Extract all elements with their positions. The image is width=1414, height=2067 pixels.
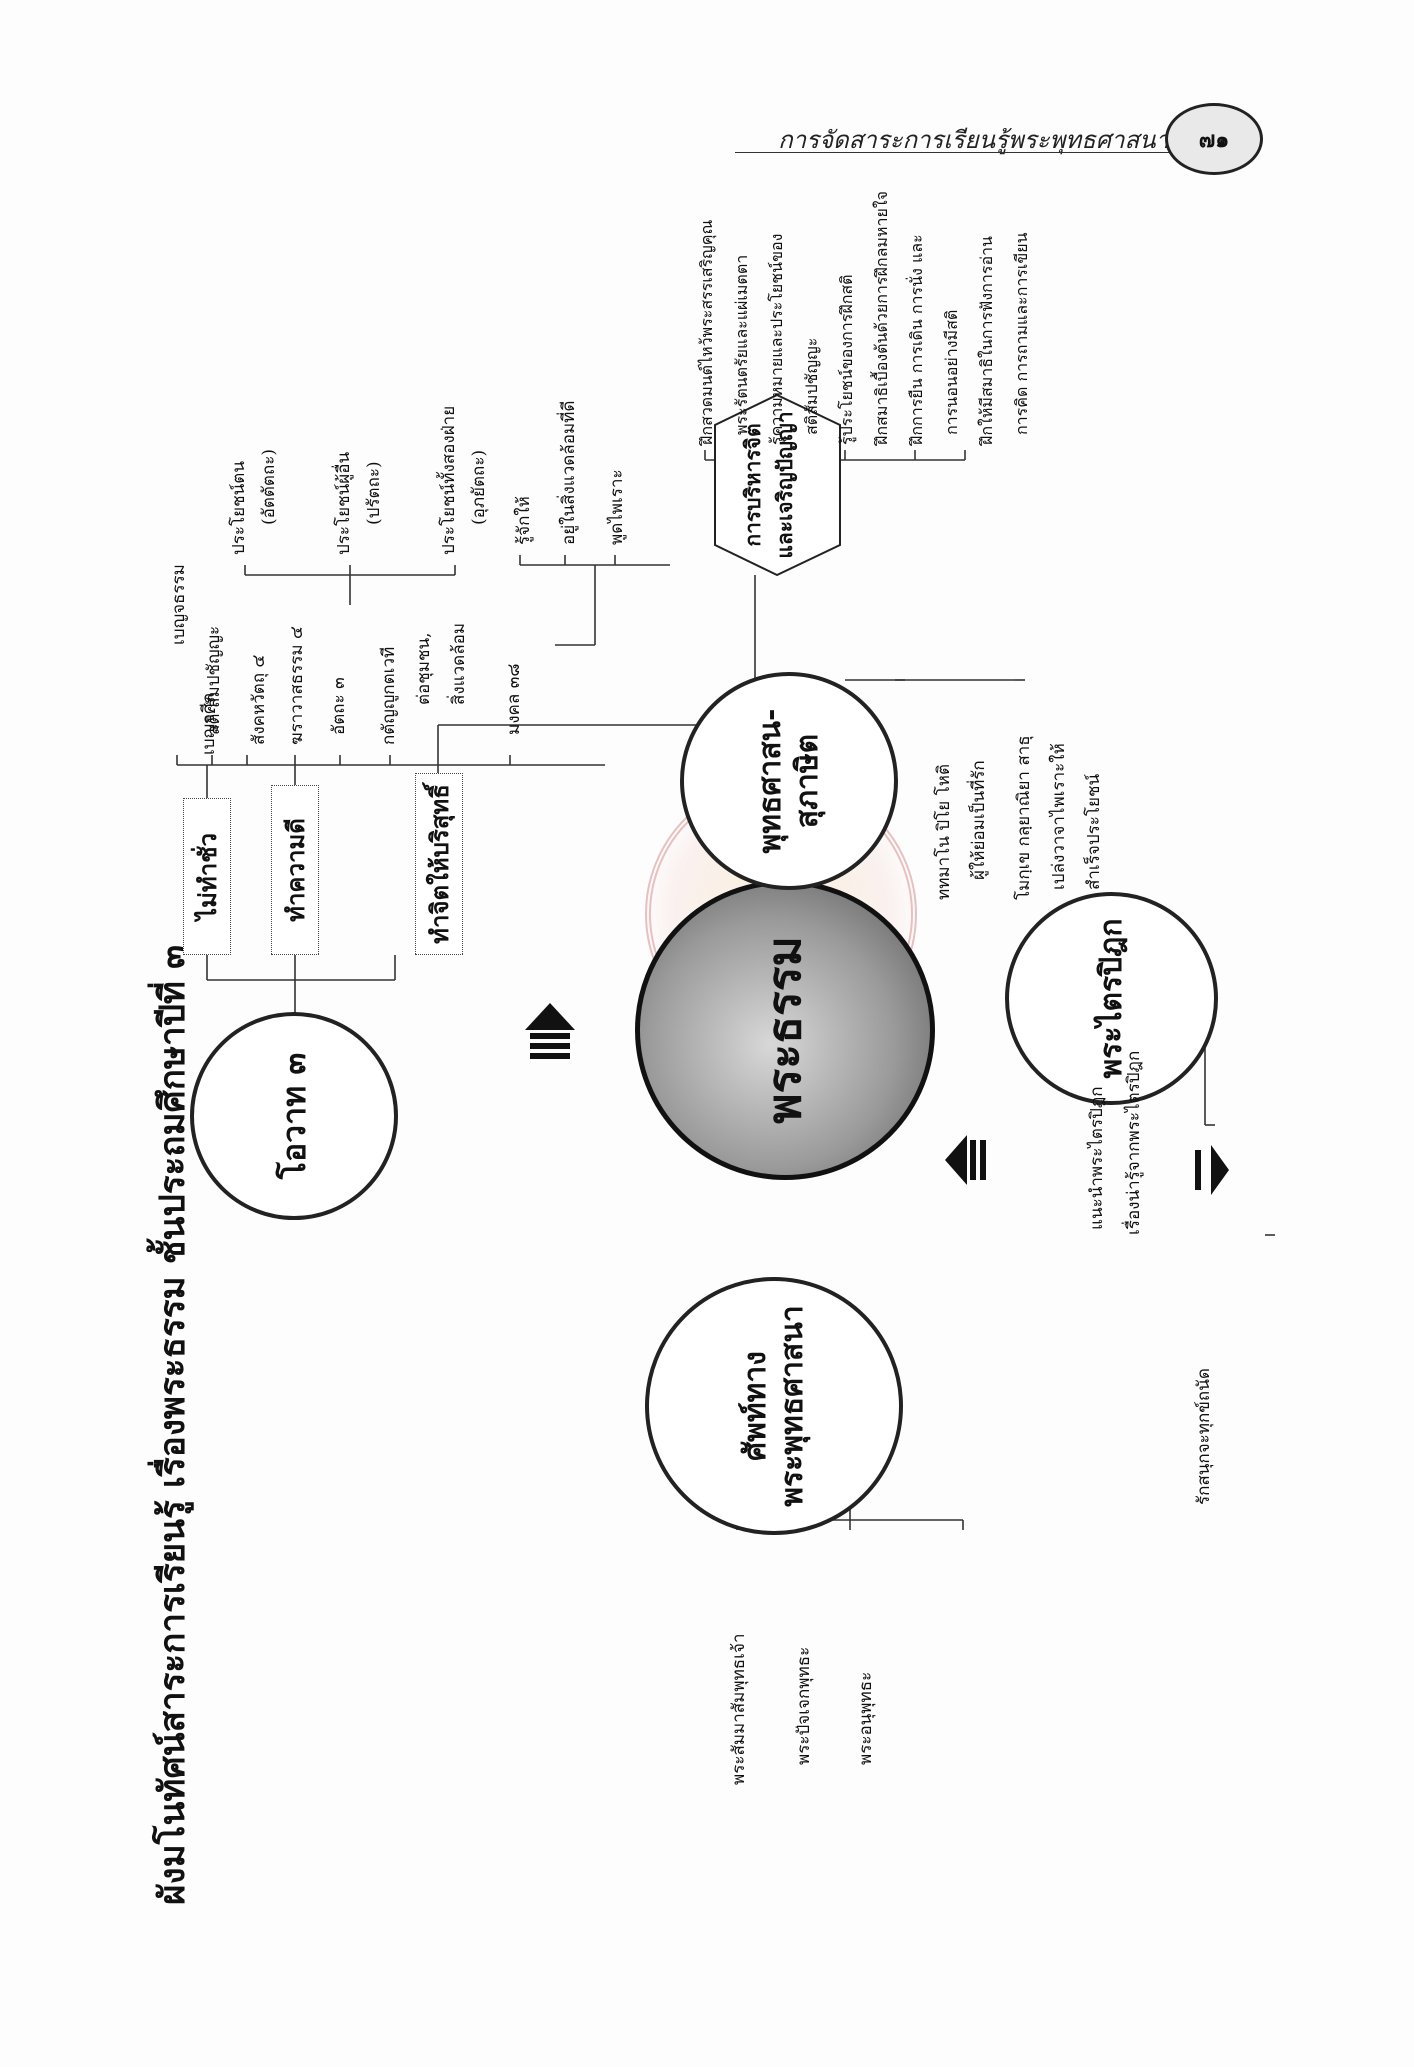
subhasita-item-3: โมกฺเข กลฺยาณิยา สาธุ	[1014, 735, 1034, 900]
ovada-box-do-good: ทำความดี	[271, 785, 319, 955]
tripitaka-node: พระไตรปิฎก	[1005, 892, 1218, 1105]
ovada-node: โอวาท ๓	[190, 1012, 398, 1220]
meditation-item-7: ฝึกการยืน การเดิน การนั่ง และ	[907, 234, 926, 445]
sabda-item-2: พระปัจเจกพุทธะ	[794, 1646, 814, 1765]
good-item-5: อัตถะ ๓	[329, 677, 349, 735]
meditation-item-10: การคิด การถามและการเขียน	[1012, 232, 1031, 435]
tripitaka-item-2: เรื่องน่ารู้จากพระไตรปิฎก	[1124, 1050, 1144, 1235]
mangala-item-1: รู้จักให้	[514, 496, 534, 545]
sabda-item-3: พระอนุพุทธะ	[856, 1671, 876, 1765]
meditation-node-shape	[714, 393, 841, 577]
subhasita-item-1: ททมาโน ปิโย โหติ	[934, 764, 954, 900]
subhasita-item-5: สำเร็จประโยชน์	[1084, 773, 1104, 890]
subhasita-label-line2: สุภาษิต	[790, 733, 825, 829]
meditation-item-2: พระรัตนตรัยและแผ่เมตตา	[732, 254, 751, 435]
meditation-item-4: สติสัมปชัญญะ	[802, 337, 821, 435]
center-node: พระธรรม	[635, 880, 935, 1180]
mangala-item-3: พูดไพเราะ	[607, 469, 627, 545]
good-item-7: ต่อชุมชน,	[414, 632, 434, 705]
meditation-item-1: ฝึกสวดมนต์ไหว้พระสรรเสริญคุณ	[697, 219, 716, 445]
sabda-node: ศัพท์ทาง พระพุทธศาสนา	[645, 1277, 903, 1535]
attha-item-1: ประโยชน์ตน	[229, 461, 249, 555]
good-item-4: ฆราวาสธรรม ๔	[287, 626, 307, 745]
ovada-box-no-evil: ไม่ทำชั่ว	[183, 798, 231, 955]
sabda-item-1: พระสัมมาสัมพุทธเจ้า	[729, 1633, 749, 1786]
good-item-6: กตัญญูกตเวที	[379, 646, 399, 745]
good-item-8: สิ่งแวดล้อม	[449, 622, 469, 705]
meditation-item-6: ฝึกสมาธิเบื้องต้นด้วยการฝึกลมหายใจ	[872, 190, 891, 445]
meditation-item-9: ฝึกให้มีสมาธิในการฟังการอ่าน	[977, 236, 996, 445]
header-rule	[735, 152, 1175, 153]
meditation-item-5: รู้ประโยชน์ของการฝึกสติ	[837, 274, 856, 445]
subhasita-node: พุทธศาสน- สุภาษิต	[680, 672, 898, 890]
tripitaka-item-1: แนะนำพระไตรปิฎก	[1087, 1086, 1107, 1230]
subhasita-label-line1: พุทธศาสน-	[752, 708, 788, 854]
ovada-box-purify-mind: ทำจิตให้บริสุทธิ์	[415, 773, 463, 955]
sabda-label-line2: พระพุทธศาสนา	[775, 1305, 810, 1507]
meditation-item-8: การนอนอย่างมีสติ	[942, 309, 961, 435]
ovada-node-label: โอวาท ๓	[275, 1052, 313, 1180]
good-item-9: มงคล ๓๘	[504, 663, 524, 735]
attha-item-4: (ปรัตถะ)	[364, 461, 384, 525]
tripitaka-item-3: รักสนุกจะทุกข์ถนัด	[1194, 1368, 1214, 1505]
running-header-title: การจัดสาระการเรียนรู้พระพุทธศาสนา	[778, 126, 1169, 154]
attha-item-5: ประโยชน์ทั้งสองฝ่าย	[439, 405, 459, 555]
mangala-item-2: อยู่ในสิ่งแวดล้อมที่ดี	[559, 400, 579, 545]
center-node-label: พระธรรม	[757, 936, 812, 1124]
attha-item-6: (อุภยัตถะ)	[469, 449, 489, 525]
attha-item-2: (อัตตัตถะ)	[259, 448, 279, 525]
good-item-2: สติ-สัมปชัญญะ	[204, 625, 224, 735]
good-item-3: สังคหวัตถุ ๔	[249, 654, 269, 745]
subhasita-item-4: เปล่งวาจาไพเราะให้	[1049, 743, 1069, 890]
diagram-title: ผังมโนทัศน์สาระการเรียนรู้ เรื่องพระธรรม…	[152, 944, 193, 1905]
attha-item-3: ประโยชน์ผู้อื่น	[334, 451, 354, 555]
subhasita-item-2: ผู้ให้ย่อมเป็นที่รัก	[969, 760, 989, 880]
page-number-badge: ๗๑	[1165, 103, 1263, 175]
meditation-item-3: รู้ความหมายและประโยชน์ของ	[767, 233, 786, 445]
concept-map: ผังมโนทัศน์สาระการเรียนรู้ เรื่องพระธรรม…	[125, 191, 1275, 2025]
good-item-1: เบญจธรรม	[169, 564, 189, 645]
sabda-label-line1: ศัพท์ทาง	[737, 1351, 773, 1461]
